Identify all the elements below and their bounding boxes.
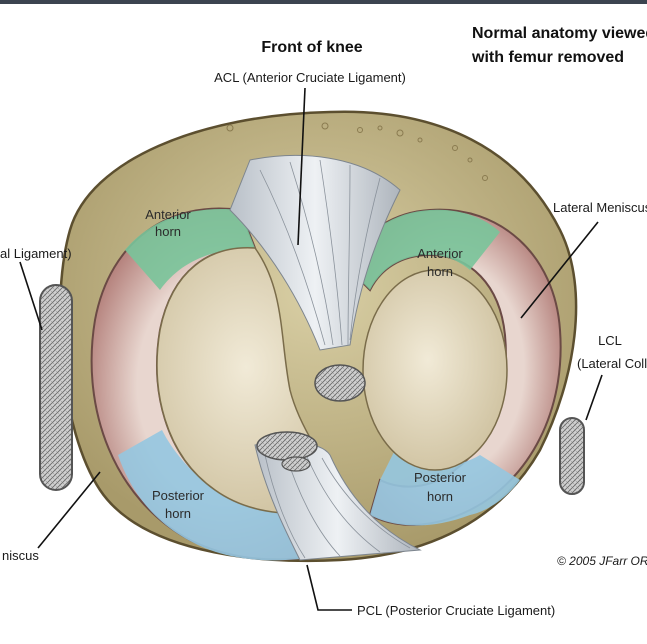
- pcl-cut-end-small: [282, 457, 310, 471]
- mcl-ligament: [40, 285, 72, 490]
- pcl-leader-line: [307, 565, 352, 610]
- posterior-horn-lateral-label-2: horn: [427, 489, 453, 504]
- posterior-horn-lateral-label-1: Posterior: [414, 470, 467, 485]
- acl-label: ACL (Anterior Cruciate Ligament): [214, 70, 406, 85]
- lcl-label-line-2: (Lateral Collateral: [577, 356, 647, 371]
- mcl-label-partial: al Ligament): [0, 246, 72, 261]
- pcl-label: PCL (Posterior Cruciate Ligament): [357, 603, 555, 618]
- frame-top-border: [0, 0, 647, 4]
- anterior-horn-lateral-label-2: horn: [427, 264, 453, 279]
- posterior-horn-medial-label-1: Posterior: [152, 488, 205, 503]
- mcl-leader-line: [20, 262, 42, 330]
- pcl-cut-end: [257, 432, 317, 460]
- diagram-title: Front of knee: [261, 39, 362, 56]
- heading-line-1: Normal anatomy viewed: [472, 25, 647, 42]
- lcl-label-line-1: LCL: [598, 333, 622, 348]
- medial-meniscus-label-partial: niscus: [2, 548, 39, 563]
- lateral-tibial-plateau: [363, 270, 507, 470]
- posterior-horn-medial-label-2: horn: [165, 506, 191, 521]
- acl-cut-end: [315, 365, 365, 401]
- lcl-ligament: [560, 418, 584, 494]
- lcl-leader-line: [586, 375, 602, 420]
- anterior-horn-medial-label-1: Anterior: [145, 207, 191, 222]
- copyright-label: © 2005 JFarr OR: [557, 554, 647, 568]
- anterior-horn-lateral-label-1: Anterior: [417, 246, 463, 261]
- anterior-horn-medial-label-2: horn: [155, 224, 181, 239]
- lateral-meniscus-label: Lateral Meniscus: [553, 200, 647, 215]
- heading-line-2: with femur removed: [471, 49, 624, 66]
